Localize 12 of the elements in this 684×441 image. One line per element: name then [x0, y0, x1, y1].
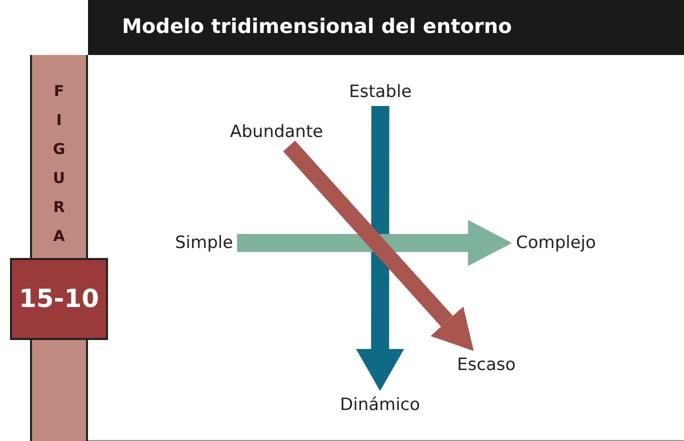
axis-label: Dinámico [340, 395, 420, 415]
arrow [283, 140, 474, 351]
axis-label: Estable [349, 82, 412, 102]
axis-label: Abundante [230, 122, 324, 142]
axis-label: Simple [175, 233, 234, 253]
arrow [237, 220, 512, 266]
arrow [356, 106, 404, 391]
figure-number: 15-10 [10, 258, 108, 340]
axis-label: Escaso [457, 355, 516, 375]
axis-label: Complejo [516, 233, 596, 253]
figure-label: FIGURA [52, 81, 66, 247]
figure-title: Modelo tridimensional del entorno [122, 14, 512, 38]
